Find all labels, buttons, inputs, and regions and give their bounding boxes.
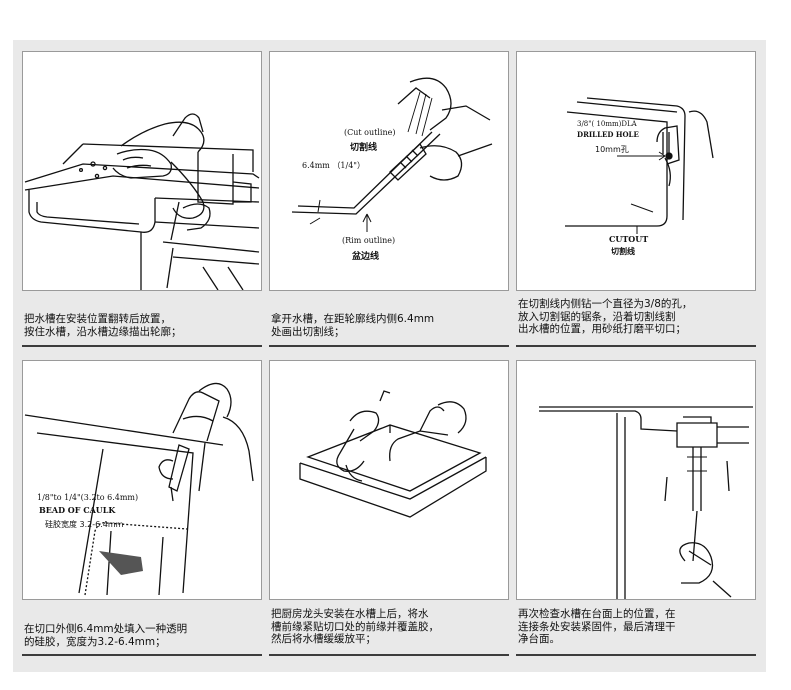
step-1-illustration	[22, 51, 262, 291]
step-3-illustration: 3/8"( 10mm)DLA DRILLED HOLE 10mm孔 CUTOUT…	[516, 51, 756, 291]
step-3-caption: 在切割线内侧钻一个直径为3/8的孔， 放入切割锯的锯条，沿着切割线割 出水槽的位…	[518, 298, 754, 336]
step-2-caption: 拿开水槽，在距轮廓线内侧6.4mm 处画出切割线；	[271, 313, 507, 338]
drilled-hole-size-label: 3/8"( 10mm)DLA	[577, 120, 637, 128]
caption-line: 把水槽在安装位置翻转后放置，	[24, 313, 171, 325]
step-2-drawing	[291, 77, 493, 232]
caption-line: 连接条处安装紧固件，最后清理干	[518, 620, 676, 633]
step-4-caption: 在切口外侧6.4mm处填入一种透明 的硅胶，宽度为3.2-6.4mm；	[24, 623, 260, 648]
step-divider	[516, 654, 756, 656]
cutout-label: CUTOUT	[609, 234, 649, 244]
step-6-caption: 再次检查水槽在台面上的位置，在 连接条处安装紧固件，最后清理干 净台面。	[518, 608, 754, 646]
caption-line: 在切口外侧6.4mm处填入一种透明	[24, 623, 188, 635]
step-6-illustration	[516, 360, 756, 600]
caption-line: 然后将水槽缓缓放平；	[271, 633, 376, 645]
rim-outline-label: (Rim outline)	[342, 236, 396, 245]
caulk-width-cn-label: 硅胶宽度 3.2-6.4mm	[45, 520, 124, 529]
caption-line: 拿开水槽，在距轮廓线内侧6.4mm	[271, 313, 435, 325]
step-2-illustration: (Cut outline) 切割线 6.4mm （1/4"） (Rim outl…	[269, 51, 509, 291]
caption-line: 槽前缘紧贴切口处的前缘并覆盖胶，	[271, 620, 439, 633]
step-4-drawing	[24, 382, 254, 596]
caption-line: 放入切割锯的锯条，沿着切割线割	[518, 310, 676, 323]
caption-line: 按住水槽，沿水槽边缘描出轮廓；	[24, 325, 182, 338]
step-divider	[269, 654, 509, 656]
bead-of-caulk-label: BEAD OF CAULK	[39, 505, 116, 515]
caption-line: 把厨房龙头安装在水槽上后，将水	[271, 608, 429, 620]
cutout-cn-label: 切割线	[611, 247, 635, 256]
step-5-illustration	[269, 360, 509, 600]
step-5-caption: 把厨房龙头安装在水槽上后，将水 槽前缘紧贴切口处的前缘并覆盖胶， 然后将水槽缓缓…	[271, 608, 507, 646]
step-6-drawing	[539, 406, 753, 599]
step-divider	[22, 345, 262, 347]
caption-line: 在切割线内侧钻一个直径为3/8的孔，	[518, 298, 693, 310]
step-5-drawing	[299, 390, 487, 518]
cut-outline-label: (Cut outline)	[344, 128, 396, 137]
caption-line: 净台面。	[518, 633, 560, 645]
drilled-hole-label: DRILLED HOLE	[577, 130, 639, 139]
rim-outline-cn-label: 盆边线	[352, 252, 380, 262]
caulk-size-label: 1/8"to 1/4"(3.2to 6.4mm)	[37, 493, 139, 502]
caption-line: 处画出切割线；	[271, 325, 345, 338]
cut-outline-cn-label: 切割线	[350, 143, 378, 153]
step-1-drawing	[24, 113, 260, 290]
step-divider	[516, 345, 756, 347]
step-divider	[269, 345, 509, 347]
instruction-sheet: 把水槽在安装位置翻转后放置， 按住水槽，沿水槽边缘描出轮廓；	[13, 40, 766, 672]
caption-line: 出水槽的位置，用砂纸打磨平切口；	[518, 323, 686, 335]
hole-cn-label: 10mm孔	[595, 145, 629, 154]
step-4-illustration: 1/8"to 1/4"(3.2to 6.4mm) BEAD OF CAULK 硅…	[22, 360, 262, 600]
step-3-drawing	[565, 97, 714, 234]
step-1-caption: 把水槽在安装位置翻转后放置， 按住水槽，沿水槽边缘描出轮廓；	[24, 313, 260, 338]
step-divider	[22, 654, 262, 656]
offset-label: 6.4mm （1/4"）	[302, 161, 365, 170]
caption-line: 的硅胶，宽度为3.2-6.4mm；	[24, 635, 166, 648]
caption-line: 再次检查水槽在台面上的位置，在	[518, 608, 676, 620]
